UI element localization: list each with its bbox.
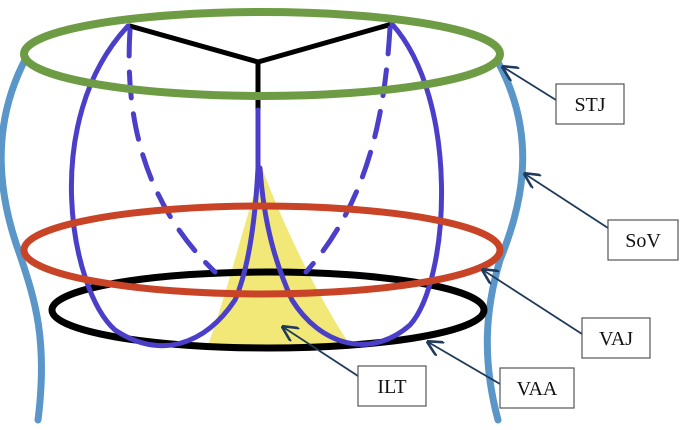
leaflet-posterior-dashed-right [303, 25, 393, 275]
sinus-wall-left [0, 54, 45, 424]
vaj-arrow [483, 270, 583, 335]
commissure-lines [127, 21, 395, 113]
leaflet-posterior-dashed-left [126, 27, 218, 275]
sinus-wall-right [483, 58, 527, 424]
vaa-ring [48, 268, 488, 352]
label-vaj-text: VAJ [599, 328, 633, 350]
label-ilt-text: ILT [377, 376, 406, 398]
sov-arrow [525, 174, 609, 229]
stj-ring [20, 8, 504, 100]
ilt-triangle [208, 168, 350, 345]
label-vaa: VAA [499, 367, 575, 409]
stj-arrow [503, 67, 557, 101]
label-sov-text: SoV [625, 230, 661, 252]
label-vaj: VAJ [581, 317, 651, 359]
label-vaa-text: VAA [517, 378, 558, 400]
label-stj: STJ [555, 83, 625, 125]
vaa-arrow [428, 342, 501, 385]
label-stj-text: STJ [574, 94, 605, 116]
label-ilt: ILT [357, 365, 427, 407]
leaflet-right [257, 21, 445, 347]
ilt-arrow [283, 327, 359, 377]
leaflet-left [68, 23, 261, 348]
vaj-ring [20, 202, 504, 298]
label-sov: SoV [607, 219, 679, 261]
